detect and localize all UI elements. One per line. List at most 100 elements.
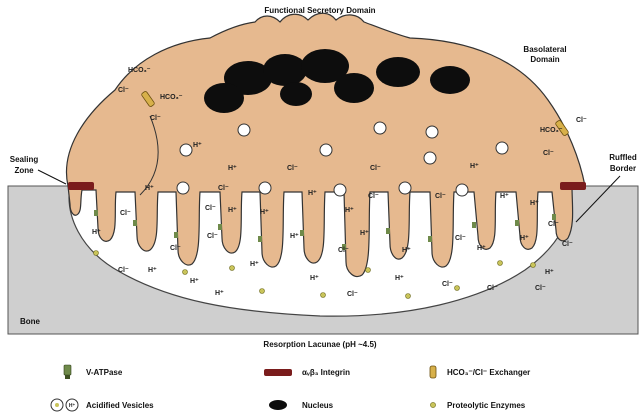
v-atpase-pump — [133, 220, 137, 226]
nucleus — [334, 73, 374, 103]
h-label: H⁺ — [500, 193, 509, 200]
proteolytic-enzyme — [260, 289, 265, 294]
h-label: H⁺ — [92, 229, 101, 236]
cl-label: Cl⁻ — [535, 285, 546, 292]
h-label: H⁺ — [228, 165, 237, 172]
cl-label: Cl⁻ — [118, 87, 129, 94]
acidified-vesicle — [399, 182, 411, 194]
h-label: H⁺ — [228, 207, 237, 214]
h-label: H⁺ — [477, 245, 486, 252]
v-atpase-pump — [428, 236, 432, 242]
cl-label: Cl⁻ — [370, 165, 381, 172]
legend-exchanger-icon — [430, 366, 436, 378]
h-label: H⁺ — [360, 230, 369, 237]
nucleus — [280, 82, 312, 106]
legend-vesicle-h: H⁺ — [69, 403, 76, 409]
acidified-vesicle — [238, 124, 250, 136]
h-label: H⁺ — [250, 261, 259, 268]
proteolytic-enzyme — [183, 270, 188, 275]
h-label: H⁺ — [145, 185, 154, 192]
h-label: H⁺ — [290, 233, 299, 240]
v-atpase-pump — [94, 210, 98, 216]
proteolytic-enzyme — [366, 268, 371, 273]
legend: V-ATPase αᵥβ₃ Integrin HCO₃⁻/Cl⁻ Exchang… — [51, 365, 530, 411]
cl-label: Cl⁻ — [207, 233, 218, 240]
legend-vesicle-icon: H⁺ — [51, 399, 78, 411]
acidified-vesicle — [456, 184, 468, 196]
proteolytic-enzyme — [406, 294, 411, 299]
cl-label: Cl⁻ — [562, 241, 573, 248]
sealing-zone-integrin-right — [560, 182, 586, 190]
bone-label: Bone — [20, 317, 41, 326]
legend-vatpase-icon — [64, 365, 71, 379]
proteolytic-enzyme — [321, 293, 326, 298]
legend-vatpase-label: V-ATPase — [86, 368, 123, 377]
h-label: H⁺ — [310, 275, 319, 282]
v-atpase-pump — [552, 214, 556, 220]
legend-enzyme-icon — [430, 402, 435, 407]
cl-label: Cl⁻ — [455, 235, 466, 242]
basolateral-label-2: Domain — [530, 55, 559, 64]
proteolytic-enzyme — [531, 263, 536, 268]
nucleus — [430, 66, 470, 94]
hco3-label: HCO₃⁻ — [540, 127, 563, 134]
legend-enzymes-label: Proteolytic Enzymes — [447, 401, 526, 410]
cl-label: Cl⁻ — [118, 267, 129, 274]
cl-label: Cl⁻ — [576, 117, 587, 124]
h-label: H⁺ — [470, 163, 479, 170]
hco3-label: HCO₃⁻ — [128, 67, 151, 74]
proteolytic-enzyme — [498, 261, 503, 266]
acidified-vesicle — [496, 142, 508, 154]
h-label: H⁺ — [193, 142, 202, 149]
cl-label: Cl⁻ — [205, 205, 216, 212]
cl-label: Cl⁻ — [487, 285, 498, 292]
v-atpase-pump — [300, 230, 304, 236]
cl-label: Cl⁻ — [548, 221, 559, 228]
h-label: H⁺ — [148, 267, 157, 274]
acidified-vesicle — [374, 122, 386, 134]
legend-integrin-icon — [264, 369, 292, 376]
proteolytic-enzyme — [230, 266, 235, 271]
acidified-vesicle — [180, 144, 192, 156]
legend-exchanger-label: HCO₃⁻/Cl⁻ Exchanger — [447, 368, 530, 377]
nucleus — [263, 54, 307, 86]
proteolytic-enzyme — [455, 286, 460, 291]
v-atpase-pump — [515, 220, 519, 226]
ruffled-border-label: Ruffled — [609, 153, 637, 162]
cl-label: Cl⁻ — [150, 115, 161, 122]
cl-label: Cl⁻ — [338, 247, 349, 254]
v-atpase-pump — [218, 224, 222, 230]
hco3-label: HCO₃⁻ — [160, 94, 183, 101]
acidified-vesicle — [177, 182, 189, 194]
h-label: H⁺ — [345, 207, 354, 214]
acidified-vesicle — [259, 182, 271, 194]
h-label: H⁺ — [190, 278, 199, 285]
cl-label: Cl⁻ — [543, 150, 554, 157]
nucleus — [204, 83, 244, 113]
legend-integrin-label: αᵥβ₃ Integrin — [302, 368, 350, 377]
v-atpase-pump — [174, 232, 178, 238]
h-label: H⁺ — [215, 290, 224, 297]
cl-label: Cl⁻ — [170, 245, 181, 252]
basolateral-label: Basolateral — [523, 45, 566, 54]
diagram-title: Functional Secretory Domain — [264, 6, 375, 15]
h-label: H⁺ — [402, 247, 411, 254]
acidified-vesicle — [334, 184, 346, 196]
legend-nucleus-label: Nucleus — [302, 401, 334, 410]
v-atpase-pump — [386, 228, 390, 234]
acidified-vesicle — [320, 144, 332, 156]
cl-label: Cl⁻ — [347, 291, 358, 298]
legend-vesicles-label: Acidified Vesicles — [86, 401, 154, 410]
h-label: H⁺ — [545, 269, 554, 276]
cl-label: Cl⁻ — [368, 193, 379, 200]
proteolytic-enzyme — [94, 251, 99, 256]
v-atpase-pump — [258, 236, 262, 242]
v-atpase-pump — [472, 222, 476, 228]
lacunae-label: Resorption Lacunae (pH ~4.5) — [263, 340, 376, 349]
cl-label: Cl⁻ — [120, 210, 131, 217]
sealing-zone-arrow — [38, 170, 66, 184]
cl-label: Cl⁻ — [287, 165, 298, 172]
cl-label: Cl⁻ — [442, 281, 453, 288]
